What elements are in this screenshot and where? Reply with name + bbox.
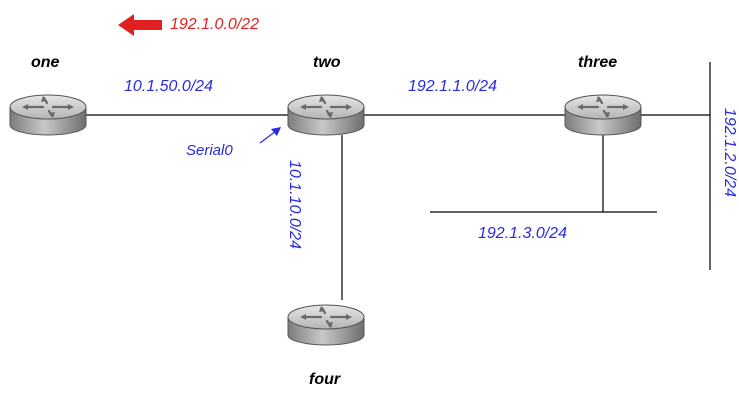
arrow-left-icon <box>118 14 162 36</box>
arrow-pointer-icon <box>259 127 281 144</box>
summary-route-label: 192.1.0.0/22 <box>170 16 259 33</box>
network-label-one-two: 10.1.50.0/24 <box>124 78 213 95</box>
network-label-two-four: 10.1.10.0/24 <box>286 160 303 249</box>
router-icon-three <box>563 93 643 137</box>
interface-label-serial0: Serial0 <box>186 142 233 159</box>
router-icon-one <box>8 93 88 137</box>
router-label-two: two <box>313 54 341 71</box>
network-label-two-three: 192.1.1.0/24 <box>408 78 497 95</box>
router-icon-two <box>286 93 366 137</box>
router-label-one: one <box>31 54 60 71</box>
network-label-three-right: 192.1.2.0/24 <box>721 108 738 197</box>
router-label-four: four <box>309 371 341 388</box>
network-label-three-lan: 192.1.3.0/24 <box>478 225 567 242</box>
router-label-three: three <box>578 54 618 71</box>
router-icon-four <box>286 303 366 347</box>
